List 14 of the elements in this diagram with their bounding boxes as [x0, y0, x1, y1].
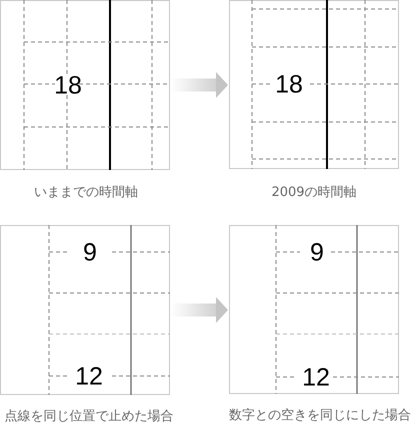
hour-number: 9	[83, 240, 97, 266]
panel-caption: 2009の時間軸	[271, 184, 357, 202]
grid-panel	[0, 225, 170, 395]
hour-number: 12	[75, 364, 103, 390]
grid-panel	[229, 0, 399, 169]
panel-caption: 点線を同じ位置で止めた場合	[4, 408, 174, 426]
hour-number: 18	[54, 74, 82, 98]
panel-caption: いままでの時間軸	[34, 184, 138, 202]
hour-number: 18	[275, 72, 303, 98]
hour-number: 9	[310, 240, 324, 266]
hour-number: 12	[302, 366, 330, 390]
grid-panel	[229, 225, 399, 394]
grid-panel	[0, 0, 170, 170]
panel-caption: 数字との空きを同じにした場合	[229, 408, 411, 424]
